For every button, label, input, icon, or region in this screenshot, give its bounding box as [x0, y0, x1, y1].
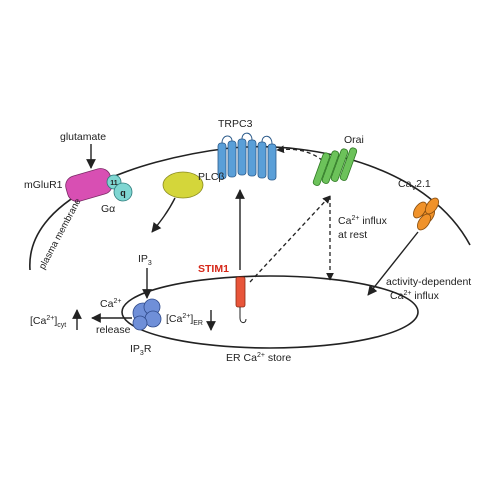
cav21-channel	[413, 197, 439, 231]
stim1-to-orai-dashed-arrow	[249, 195, 331, 283]
orai-to-trpc3-dashed-arrow	[276, 145, 329, 166]
ip3r-label: IP3R	[130, 343, 152, 357]
cav21-to-er-arrow	[367, 231, 419, 296]
ca-influx-label: Ca2+ influx	[390, 290, 440, 302]
stim1-protein	[235, 276, 247, 324]
plcb-label: PLCβ	[198, 171, 224, 183]
ip3-label: IP3	[138, 253, 152, 267]
ca-release-label: Ca2+	[100, 298, 121, 310]
stim1-label: STIM1	[198, 263, 229, 275]
trpc3-label: TRPC3	[218, 118, 253, 130]
orai-label: Orai	[344, 134, 364, 146]
mglur1-receptor	[65, 168, 113, 202]
plcb-enzyme	[162, 171, 204, 199]
mglur1-label: mGluR1	[24, 179, 63, 191]
ca-cyt-label: [Ca2+]cyt	[30, 315, 66, 329]
ca-influx-rest-label: Ca2+ influx	[338, 215, 388, 227]
q-label: q	[120, 188, 126, 198]
er-store-label: ER Ca2+ store	[226, 352, 291, 364]
activity-dependent-label: activity-dependent	[386, 276, 471, 288]
release-label: release	[96, 324, 131, 336]
at-rest-label: at rest	[338, 229, 367, 241]
ip3r-receptor	[132, 298, 162, 331]
trpc3-channel	[217, 132, 277, 181]
er-store-ellipse	[121, 275, 419, 349]
plcb-to-ip3-arrow	[151, 197, 176, 233]
cav21-label: CaV2.1	[398, 178, 431, 192]
galpha-label: Gα	[101, 203, 115, 215]
q11-label: 11	[110, 180, 118, 187]
ca-er-label: [Ca2+]ER	[166, 313, 203, 327]
glutamate-label: glutamate	[60, 131, 106, 143]
orai-channel	[312, 147, 358, 186]
gq-protein	[106, 174, 133, 202]
